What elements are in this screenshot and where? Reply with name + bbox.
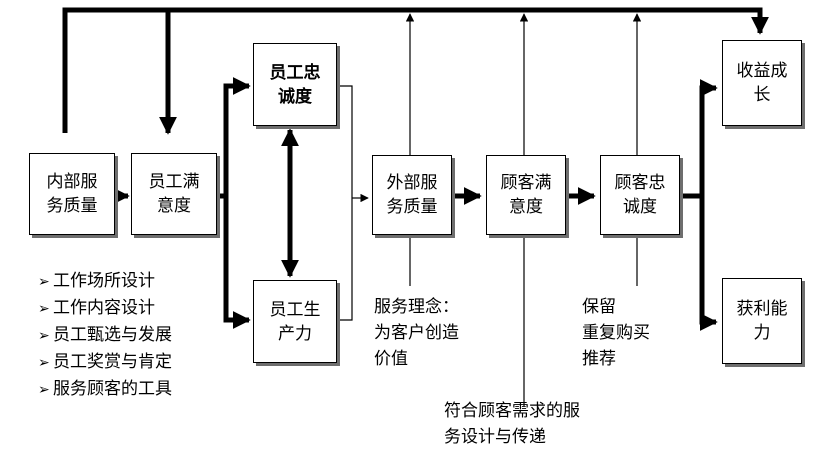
revenue-growth-box: 收益成长 xyxy=(722,40,802,126)
service-concept-label: 服务理念： 为客户创造 价值 xyxy=(374,297,459,369)
external-service-quality-box: 外部服务质量 xyxy=(372,155,452,235)
customer-satisfaction-box: 顾客满意度 xyxy=(486,155,566,235)
main-flow-arrows xyxy=(111,77,718,331)
employee-to-external-connector xyxy=(337,85,369,321)
employee-productivity-box: 员工生产力 xyxy=(253,280,337,363)
customer-loyalty-box: 顾客忠诚度 xyxy=(600,155,680,235)
profitability-box: 获利能力 xyxy=(722,278,802,364)
service-design-label: 符合顾客需求的服 务设计与传递 xyxy=(444,401,580,447)
retention-label: 保留 重复购买 推荐 xyxy=(582,297,650,369)
list-item: ➢服务顾客的工具 xyxy=(38,379,172,399)
employee-satisfaction-box: 员工满意度 xyxy=(131,153,217,235)
list-item: ➢员工奖赏与肯定 xyxy=(38,352,172,372)
employee-loyalty-box: 员工忠诚度 xyxy=(253,43,337,126)
list-item: ➢员工甄选与发展 xyxy=(38,325,172,345)
feedback-loop xyxy=(62,7,769,135)
workplace-factors-list: ➢工作场所设计 ➢工作内容设计 ➢员工甄选与发展 ➢员工奖赏与肯定 ➢服务顾客的… xyxy=(38,268,172,403)
internal-service-quality-box: 内部服务质量 xyxy=(29,153,115,235)
list-item: ➢工作内容设计 xyxy=(38,298,155,318)
list-item: ➢工作场所设计 xyxy=(38,271,155,291)
